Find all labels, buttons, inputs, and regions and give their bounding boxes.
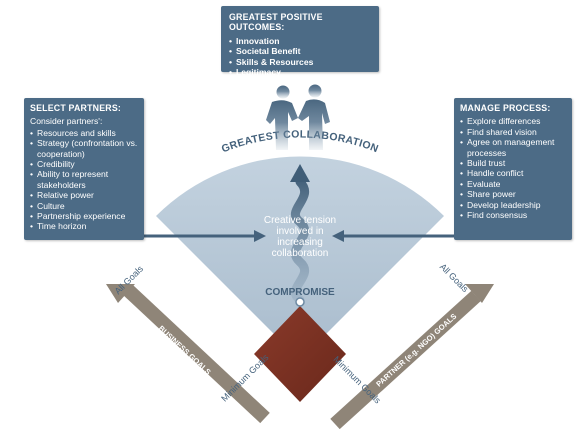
list-item: Ability to represent stakeholders — [30, 169, 138, 190]
list-item: Resources and skills — [30, 128, 138, 139]
center-label: Creative tension involved in increasing … — [264, 215, 336, 259]
list-item: Find consensus — [460, 210, 566, 221]
list-item: Relative power — [30, 190, 138, 201]
list-item: Innovation — [229, 36, 371, 47]
center-label-line: increasing — [277, 237, 323, 248]
compromise-point — [295, 297, 305, 307]
list-item: Time horizon — [30, 221, 138, 232]
right-all-goals-label: All Goals — [438, 262, 471, 295]
partner-goals-axis — [330, 284, 494, 430]
arc-label: GREATEST COLLABORATION — [220, 128, 380, 155]
list-item: Legitimacy — [229, 67, 371, 78]
center-label-line: Creative tension — [264, 215, 336, 226]
list-item: Culture — [30, 201, 138, 212]
greatest-outcomes-box: GREATEST POSITIVE OUTCOMES: Innovation S… — [221, 6, 379, 78]
list-item: Credibility — [30, 159, 138, 170]
business-goals-axis — [106, 284, 270, 424]
select-partners-box: SELECT PARTNERS: Consider partners': Res… — [24, 98, 144, 240]
select-partners-title: SELECT PARTNERS: — [30, 103, 122, 113]
greatest-collaboration-label: GREATEST COLLABORATION — [220, 128, 380, 155]
list-item: Explore differences — [460, 116, 566, 127]
list-item: Evaluate — [460, 179, 566, 190]
manage-process-title: MANAGE PROCESS: — [460, 103, 551, 113]
partner-goals-label: PARTNER (e.g. NGO) GOALS — [374, 312, 458, 389]
list-item: Agree on management processes — [460, 137, 566, 158]
select-partners-list: Resources and skills Strategy (confronta… — [30, 128, 138, 232]
list-item: Build trust — [460, 158, 566, 169]
list-item: Partnership experience — [30, 211, 138, 222]
center-label-line: involved in — [276, 226, 323, 237]
list-item: Handle conflict — [460, 168, 566, 179]
center-label-line: collaboration — [272, 248, 329, 259]
list-item: Skills & Resources — [229, 57, 371, 68]
list-item: Societal Benefit — [229, 46, 371, 57]
select-partners-intro: Consider partners': — [30, 116, 103, 127]
right-input-arrow — [332, 230, 454, 242]
list-item: Strategy (confrontation vs. cooperation) — [30, 138, 138, 159]
greatest-outcomes-title: GREATEST POSITIVE OUTCOMES: — [229, 12, 323, 33]
creative-tension-arrowhead — [290, 164, 310, 182]
list-item: Develop leadership — [460, 200, 566, 211]
left-input-arrow — [144, 230, 266, 242]
manage-process-list: Explore differences Find shared vision A… — [460, 116, 566, 220]
minimum-goals-diamond — [254, 306, 346, 402]
list-item: Share power — [460, 189, 566, 200]
greatest-outcomes-list: Innovation Societal Benefit Skills & Res… — [229, 36, 371, 78]
manage-process-box: MANAGE PROCESS: Explore differences Find… — [454, 98, 572, 240]
compromise-label: COMPROMISE — [265, 287, 335, 298]
handshake-figures-icon — [266, 84, 330, 150]
list-item: Find shared vision — [460, 127, 566, 138]
creative-tension-path — [290, 177, 310, 305]
